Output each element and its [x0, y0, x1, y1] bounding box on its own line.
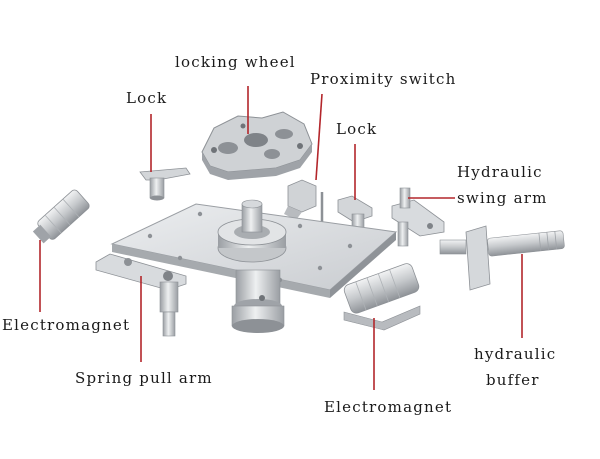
label-locking-wheel: locking wheel	[175, 53, 296, 71]
label-hydraulic-buffer-line2: buffer	[486, 371, 540, 389]
label-electromagnet-bottom: Electromagnet	[324, 398, 453, 416]
label-hydraulic-buffer-line1: hydraulic	[474, 345, 557, 363]
locking-wheel-part	[201, 111, 313, 180]
leader-lines	[39, 86, 523, 390]
lock-left-part	[139, 167, 191, 201]
label-hydraulic-swing-arm-line1: Hydraulic	[457, 163, 543, 181]
label-spring-pull-arm: Spring pull arm	[75, 369, 213, 387]
label-electromagnet-left: Electromagnet	[2, 316, 131, 334]
electromagnet-left-part	[32, 189, 90, 244]
label-lock-left: Lock	[126, 89, 168, 107]
hydraulic-buffer-part	[439, 225, 565, 291]
label-hydraulic-swing-arm-line2: swing arm	[457, 189, 548, 207]
label-proximity-switch: Proximity switch	[310, 70, 457, 88]
electromagnet-bottom-part	[343, 263, 421, 331]
spring-pull-arm-part	[95, 253, 187, 337]
hydraulic-swing-arm-part	[391, 187, 445, 247]
center-shaft-part	[217, 199, 287, 333]
leader-proximity-switch	[315, 93, 323, 181]
label-lock-right: Lock	[336, 120, 378, 138]
